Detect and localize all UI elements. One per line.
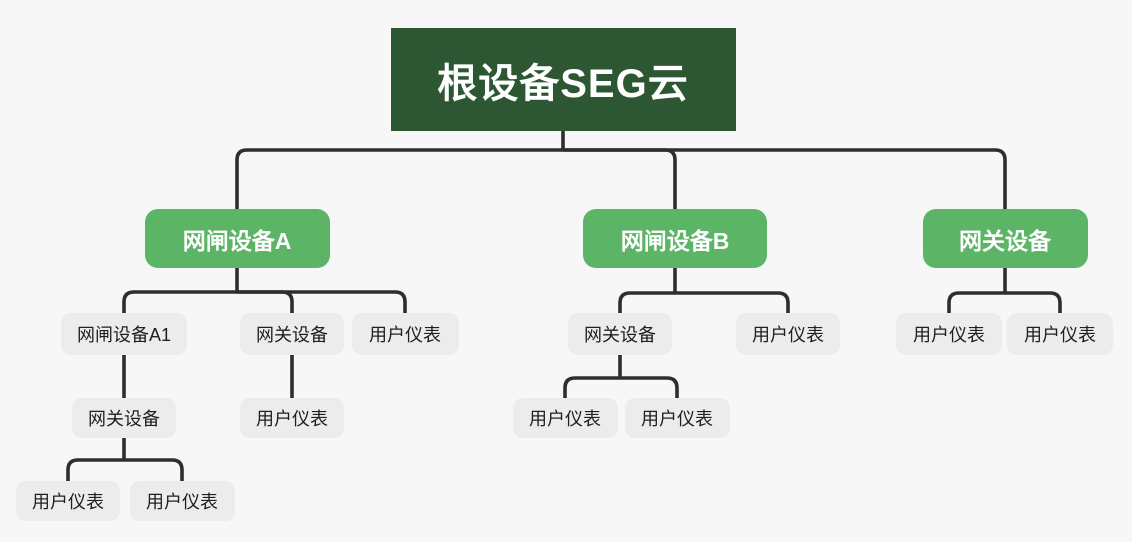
connector	[122, 290, 237, 313]
node-b-m1[interactable]: 用户仪表	[512, 398, 618, 438]
node-b-meter[interactable]: 用户仪表	[736, 313, 840, 355]
node-a1-gate[interactable]: 网关设备	[72, 398, 176, 438]
connector	[1005, 291, 1062, 313]
connector	[563, 376, 620, 398]
node-gwA[interactable]: 网闸设备A	[144, 209, 330, 268]
node-root[interactable]: 根设备SEG云	[390, 28, 736, 131]
node-gwC[interactable]: 网关设备	[922, 209, 1088, 268]
node-gwB[interactable]: 网闸设备B	[583, 209, 767, 268]
node-b-m2[interactable]: 用户仪表	[624, 398, 730, 438]
connector	[66, 458, 124, 481]
node-a1-m1[interactable]: 用户仪表	[16, 481, 120, 521]
connector	[620, 376, 679, 398]
node-b-gate[interactable]: 网关设备	[568, 313, 672, 355]
connector	[237, 290, 294, 313]
node-a-gate[interactable]: 网关设备	[240, 313, 344, 355]
node-a-gate-m[interactable]: 用户仪表	[240, 398, 344, 438]
node-a-meter[interactable]: 用户仪表	[351, 313, 459, 355]
connector	[675, 291, 790, 313]
connector	[237, 290, 407, 313]
node-c-m1[interactable]: 用户仪表	[896, 313, 1002, 355]
node-c-m2[interactable]: 用户仪表	[1007, 313, 1113, 355]
connector	[124, 458, 184, 481]
connector	[618, 291, 675, 313]
connector	[947, 291, 1005, 313]
node-a1[interactable]: 网闸设备A1	[61, 313, 187, 355]
connector	[563, 148, 1007, 209]
node-a1-m2[interactable]: 用户仪表	[129, 481, 235, 521]
connector	[563, 148, 677, 209]
connector	[235, 148, 563, 209]
